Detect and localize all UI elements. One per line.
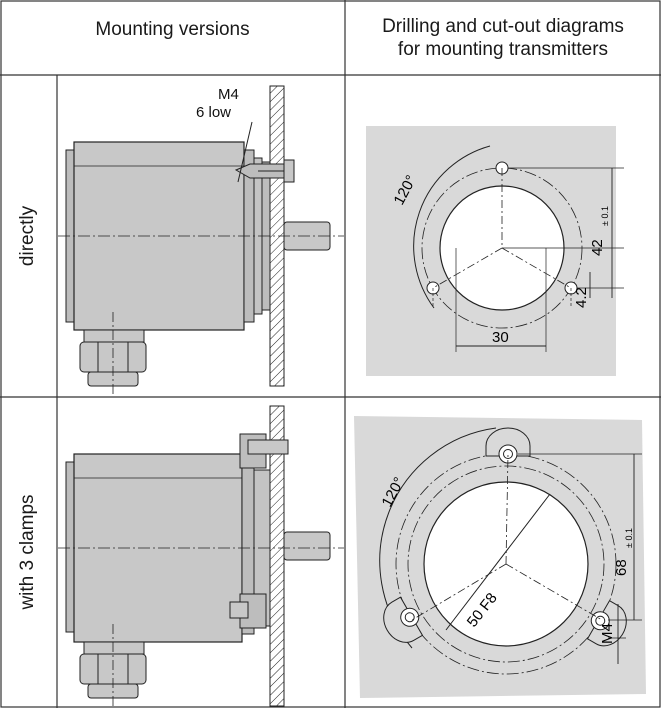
dim-horizontal-direct: 30 xyxy=(492,329,509,346)
drilling-diagram-direct: 120° 42 ± 0.1 4.2 30 xyxy=(366,126,624,376)
dim-offset-direct: 4.2 xyxy=(573,287,590,308)
header-drilling-line1: Drilling and cut-out diagrams xyxy=(382,16,624,37)
dim-vertical-tol-direct: ± 0.1 xyxy=(600,206,610,226)
dim-vertical-tol-clamps: ± 0.1 xyxy=(624,528,634,548)
row-label-with-3-clamps: with 3 clamps xyxy=(17,494,38,610)
encoder-side-view-clamps xyxy=(58,405,344,707)
header-drilling-line2: for mounting transmitters xyxy=(397,39,609,60)
screw-label-m4: M4 xyxy=(218,86,239,103)
dim-thread-clamps: M4 xyxy=(599,623,616,644)
header-drilling-diagrams: Drilling and cut-out diagrams for mounti… xyxy=(345,15,661,61)
screw-label-depth: 6 low xyxy=(196,104,232,121)
dim-vertical-clamps: 68 xyxy=(613,559,630,576)
header-mounting-versions: Mounting versions xyxy=(95,19,250,40)
encoder-side-view-direct xyxy=(58,85,344,396)
drilling-diagram-clamps: 120° 50 F8 68 ± 0.1 M4 xyxy=(354,416,646,698)
screw-leader-line xyxy=(237,121,253,183)
dim-vertical-direct: 42 xyxy=(589,239,606,256)
row-label-directly: directly xyxy=(17,205,38,267)
